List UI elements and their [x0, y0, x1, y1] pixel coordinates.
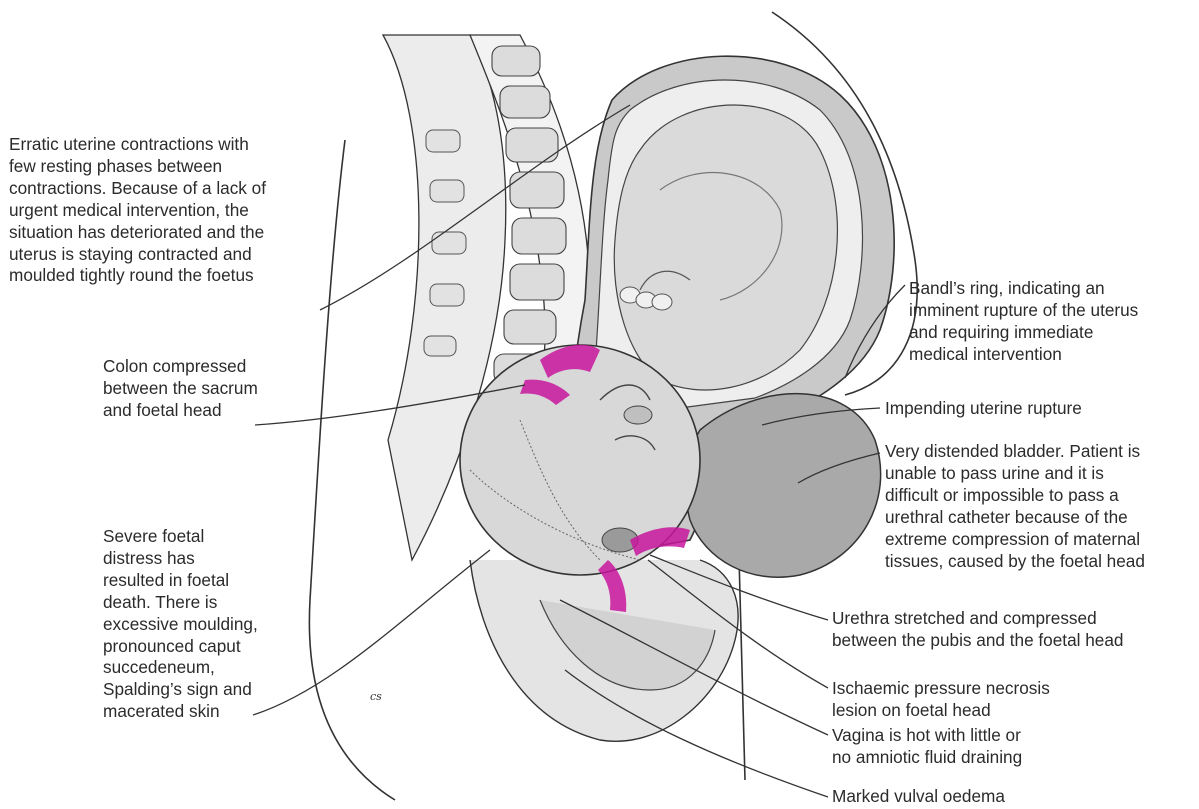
label-distended-bladder: Very distended bladder. Patient is unabl… [885, 441, 1145, 572]
label-impending-rupture: Impending uterine rupture [885, 398, 1082, 420]
label-bandls-ring: Bandl’s ring, indicating an imminent rup… [909, 278, 1138, 366]
label-vulval-oedema: Marked vulval oedema [832, 786, 1005, 808]
label-ischaemic-necrosis: Ischaemic pressure necrosis lesion on fo… [832, 678, 1050, 722]
label-colon-compressed: Colon compressed between the sacrum and … [103, 356, 258, 422]
artist-signature: cs [370, 690, 382, 703]
bladder [686, 394, 881, 578]
label-foetal-distress: Severe foetal distress has resulted in f… [103, 526, 258, 723]
label-urethra: Urethra stretched and compressed between… [832, 608, 1123, 652]
label-vagina: Vagina is hot with little or no amniotic… [832, 725, 1022, 769]
label-erratic-contractions: Erratic uterine contractions with few re… [9, 134, 266, 287]
